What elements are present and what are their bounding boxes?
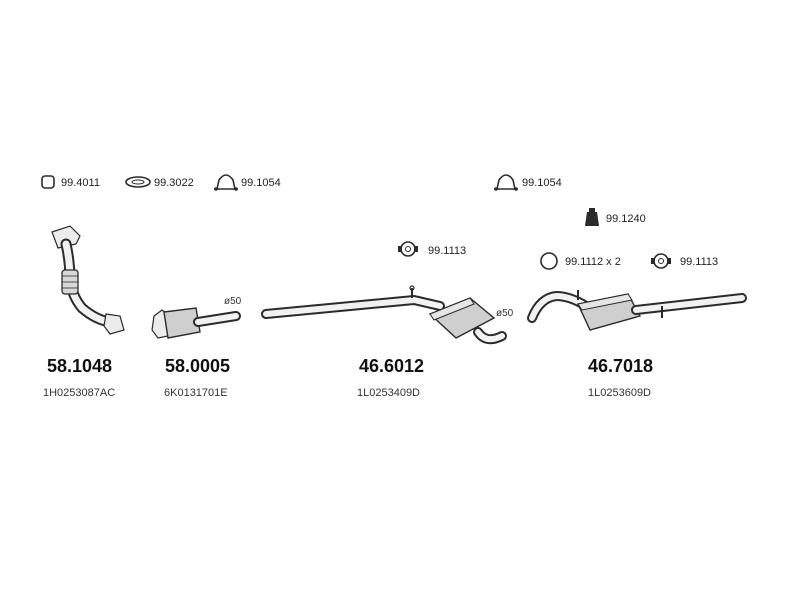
round-ring-icon: [540, 252, 558, 270]
oem-number: 1L0253409D: [357, 387, 420, 399]
square-gasket-icon: [41, 175, 55, 189]
pipe-diameter-label: ø50: [496, 308, 514, 319]
front-pipe-part: 58.1048 1H0253087AC: [43, 225, 125, 399]
part-number: 58.1048: [47, 356, 112, 376]
accessory-number: 99.1054: [522, 177, 562, 189]
part-number: 58.0005: [165, 356, 230, 376]
catalytic-converter-part: ø50 58.0005 6K0131701E: [151, 296, 242, 399]
accessory-number: 99.4011: [61, 177, 100, 189]
accessory-number: 99.1054: [241, 177, 281, 189]
accessory-number: 99.3022: [154, 177, 194, 189]
accessory-number: 99.1113: [680, 256, 718, 268]
rear-silencer-drawing: [527, 290, 747, 331]
accessory-99-1113-middle: 99.1113: [398, 241, 466, 257]
accessory-99-1112: 99.1112 x 2: [540, 252, 621, 270]
rear-silencer-part: 46.7018 1L0253609D: [527, 290, 747, 399]
hanger-ring-icon: [398, 241, 418, 257]
accessory-99-1054-right: 99.1054: [494, 174, 562, 191]
middle-silencer-drawing: [261, 285, 507, 345]
clamp-icon: [214, 174, 238, 191]
accessory-99-3022: 99.3022: [125, 176, 194, 189]
hanger-ring-icon: [651, 253, 671, 269]
front-pipe-drawing: [51, 225, 125, 335]
accessory-number: 99.1113: [428, 245, 466, 257]
pipe-diameter-label: ø50: [224, 296, 242, 307]
accessory-99-1113-right: 99.1113: [651, 253, 718, 269]
clamp-icon: [494, 174, 518, 191]
oem-number: 6K0131701E: [164, 387, 228, 399]
oem-number: 1L0253609D: [588, 387, 651, 399]
rubber-mount-icon: [585, 208, 599, 226]
accessory-99-1240: 99.1240: [585, 208, 646, 226]
accessory-number: 99.1240: [606, 213, 646, 225]
oval-ring-gasket-icon: [125, 176, 151, 188]
accessory-number: 99.1112 x 2: [565, 256, 621, 268]
accessory-99-4011: 99.4011: [41, 175, 100, 189]
accessory-99-1054: 99.1054: [214, 174, 281, 191]
part-number: 46.7018: [588, 356, 653, 376]
oem-number: 1H0253087AC: [43, 387, 115, 399]
catalytic-converter-drawing: [151, 307, 241, 339]
part-number: 46.6012: [359, 356, 424, 376]
middle-silencer-part: ø50 46.6012 1L0253409D: [261, 285, 514, 399]
